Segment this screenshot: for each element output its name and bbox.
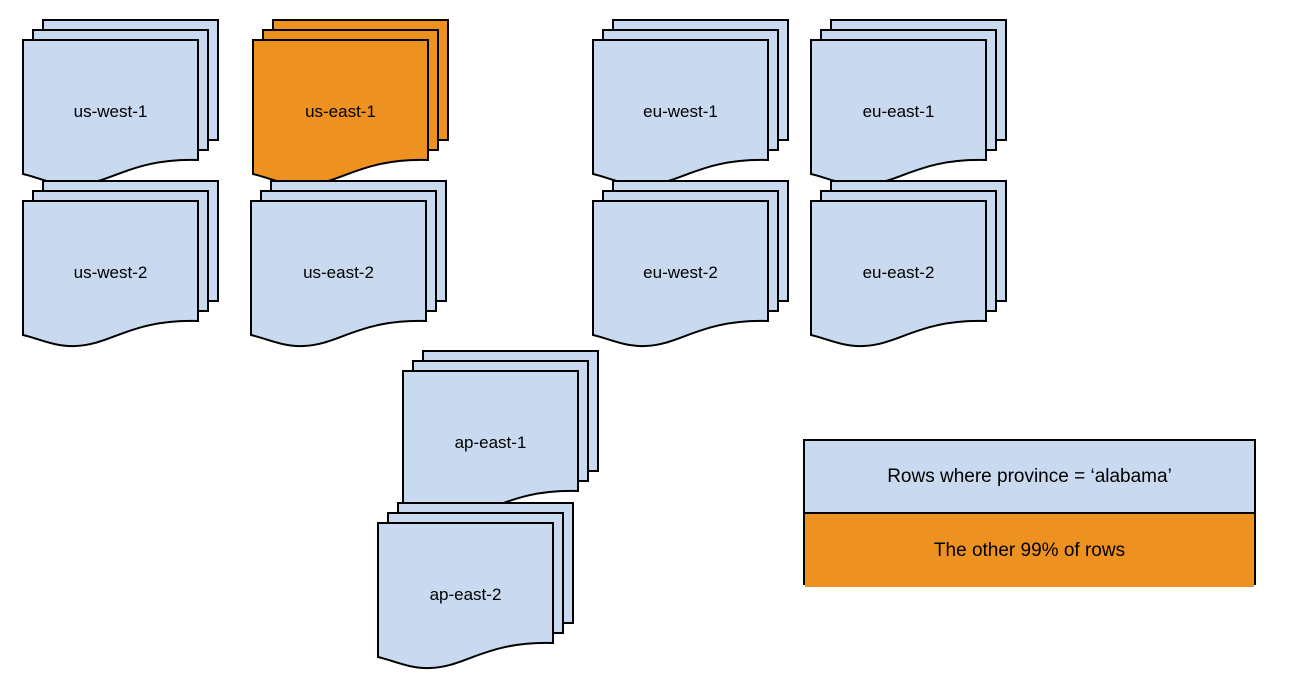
- region-stack-shape: [22, 19, 219, 187]
- sheet-front: [402, 370, 579, 518]
- region-stack-shape: [22, 180, 219, 348]
- legend-label: The other 99% of rows: [933, 539, 1126, 561]
- sheet-front: [22, 39, 199, 187]
- region-stack-us-west-2[interactable]: us-west-2: [20, 178, 221, 354]
- region-stack-shape: [252, 19, 449, 187]
- region-stack-shape: [250, 180, 447, 348]
- region-stack-shape: [402, 350, 599, 518]
- legend-row-legend-blue: Rows where province = ‘alabama’: [805, 441, 1254, 514]
- sheet-front: [810, 200, 987, 348]
- sheet-front: [810, 39, 987, 187]
- region-stack-us-west-1[interactable]: us-west-1: [20, 17, 221, 193]
- region-stack-eu-east-2[interactable]: eu-east-2: [808, 178, 1009, 354]
- region-stack-us-east-2[interactable]: us-east-2: [248, 178, 449, 354]
- region-stack-us-east-1[interactable]: us-east-1: [250, 17, 451, 193]
- region-stack-shape: [810, 180, 1007, 348]
- region-stack-shape: [810, 19, 1007, 187]
- sheet-front: [22, 200, 199, 348]
- region-stack-ap-east-1[interactable]: ap-east-1: [400, 348, 601, 524]
- legend-label: Rows where province = ‘alabama’: [887, 465, 1172, 487]
- region-stack-ap-east-2[interactable]: ap-east-2: [375, 500, 576, 676]
- region-stack-shape: [592, 19, 789, 187]
- sheet-front: [592, 39, 769, 187]
- legend-row-legend-orange: The other 99% of rows: [805, 514, 1254, 587]
- sheet-front: [377, 522, 554, 670]
- sheet-front: [250, 200, 427, 348]
- sheet-front: [252, 39, 429, 187]
- region-stack-eu-west-2[interactable]: eu-west-2: [590, 178, 791, 354]
- sheet-front: [592, 200, 769, 348]
- region-stack-shape: [592, 180, 789, 348]
- region-stack-eu-west-1[interactable]: eu-west-1: [590, 17, 791, 193]
- region-stack-shape: [377, 502, 574, 670]
- legend: Rows where province = ‘alabama’ The other…: [803, 439, 1256, 587]
- region-stack-eu-east-1[interactable]: eu-east-1: [808, 17, 1009, 193]
